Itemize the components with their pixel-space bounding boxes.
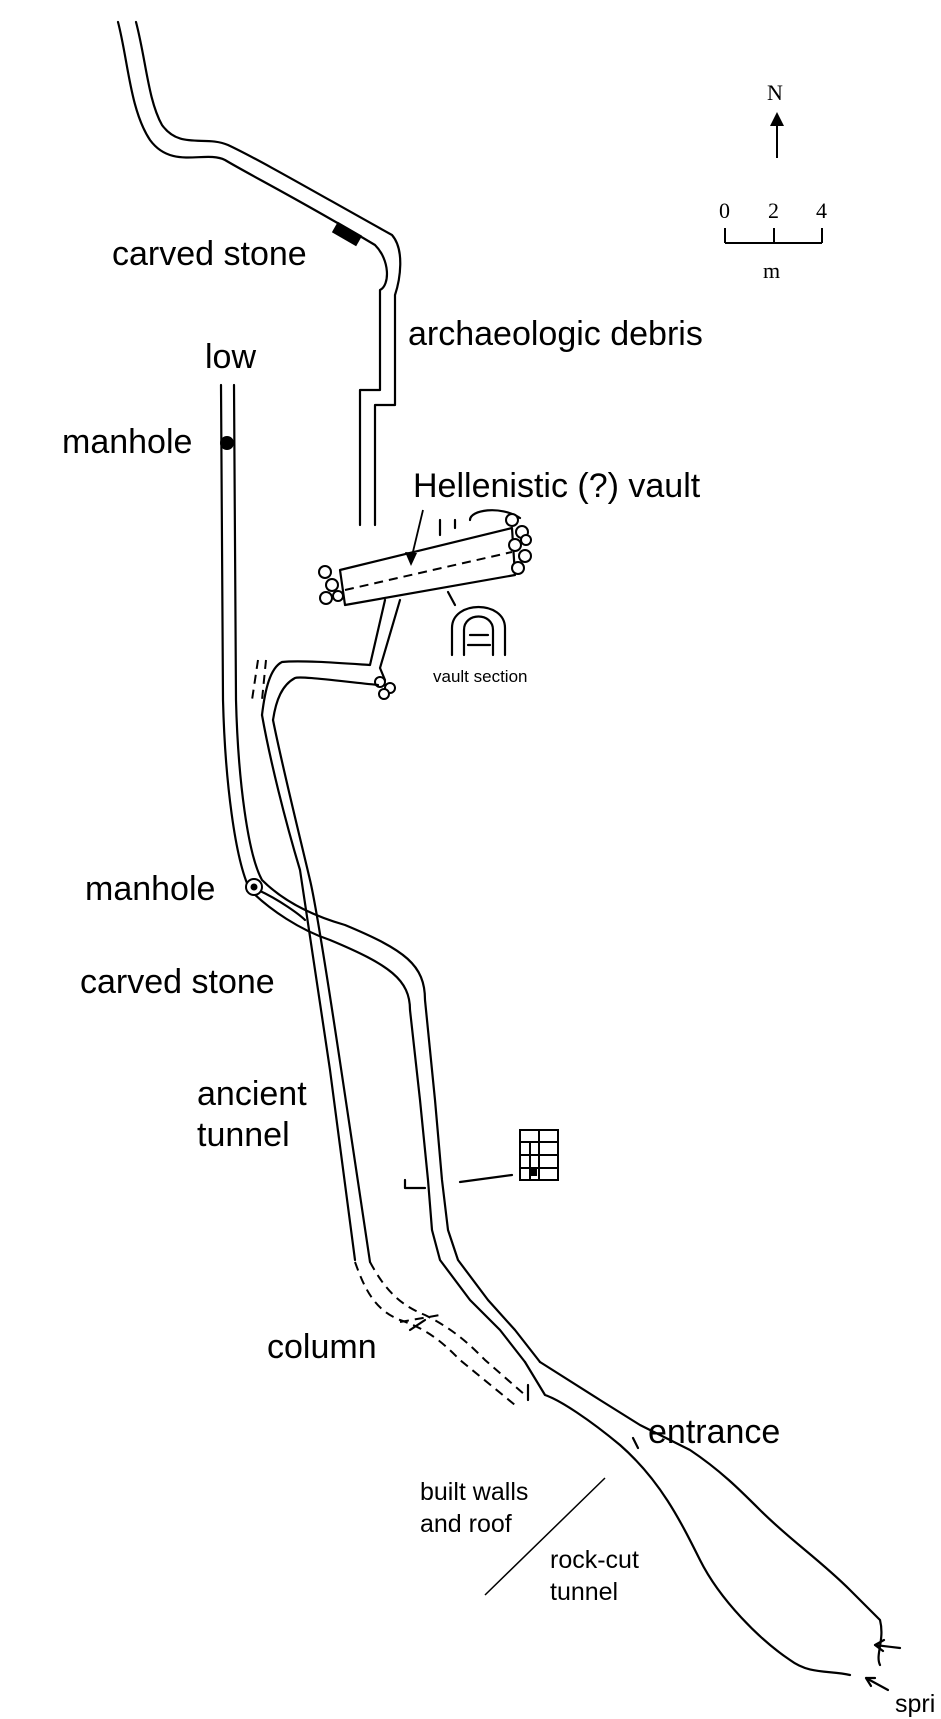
north-arrow-icon: N xyxy=(767,80,784,158)
rubble-icon xyxy=(318,513,532,700)
column-area xyxy=(354,1261,526,1406)
label-built-walls: built walls xyxy=(420,1478,528,1506)
spring-arrows xyxy=(864,1638,902,1692)
south-channel xyxy=(523,1360,883,1677)
vault-label-arrow xyxy=(405,509,424,566)
north-label: N xyxy=(767,80,783,105)
label-hellenistic-vault: Hellenistic (?) vault xyxy=(413,467,701,505)
vault-branch xyxy=(251,598,402,722)
label-column: column xyxy=(267,1328,377,1366)
vault-section-icon xyxy=(446,590,507,657)
scale-unit: m xyxy=(763,258,780,283)
scale-tick-0: 0 xyxy=(719,198,730,223)
construction-divider xyxy=(484,1477,606,1596)
carved-stone-marker xyxy=(331,221,363,247)
label-carved-stone-mid: carved stone xyxy=(80,963,275,1001)
label-manhole-top: manhole xyxy=(62,423,192,461)
ancient-tunnel xyxy=(256,713,372,1264)
manhole-icon-center xyxy=(250,883,258,891)
label-vault-section: vault section xyxy=(433,667,528,686)
scale-tick-4: 4 xyxy=(816,198,827,223)
label-rock-tunnel: tunnel xyxy=(550,1578,618,1606)
north-channel xyxy=(116,20,402,527)
label-and-roof: and roof xyxy=(420,1510,512,1538)
label-carved-stone-top: carved stone xyxy=(112,235,307,273)
label-spring: spri xyxy=(895,1690,935,1718)
west-channel xyxy=(219,383,542,1364)
section-cut-line xyxy=(403,1173,514,1190)
label-tunnel: tunnel xyxy=(197,1116,290,1154)
scale-bar: 0 2 4 m xyxy=(719,198,827,283)
label-archaeologic-debris: archaeologic debris xyxy=(408,315,703,353)
label-low: low xyxy=(205,338,256,376)
hellenistic-vault xyxy=(338,509,522,607)
masonry-section-icon xyxy=(519,1129,559,1181)
label-ancient: ancient xyxy=(197,1075,307,1113)
manhole-icon xyxy=(220,436,234,450)
scale-tick-2: 2 xyxy=(768,198,779,223)
label-entrance: entrance xyxy=(648,1413,780,1451)
label-rock-cut: rock-cut xyxy=(550,1546,639,1574)
label-manhole-mid: manhole xyxy=(85,870,215,908)
